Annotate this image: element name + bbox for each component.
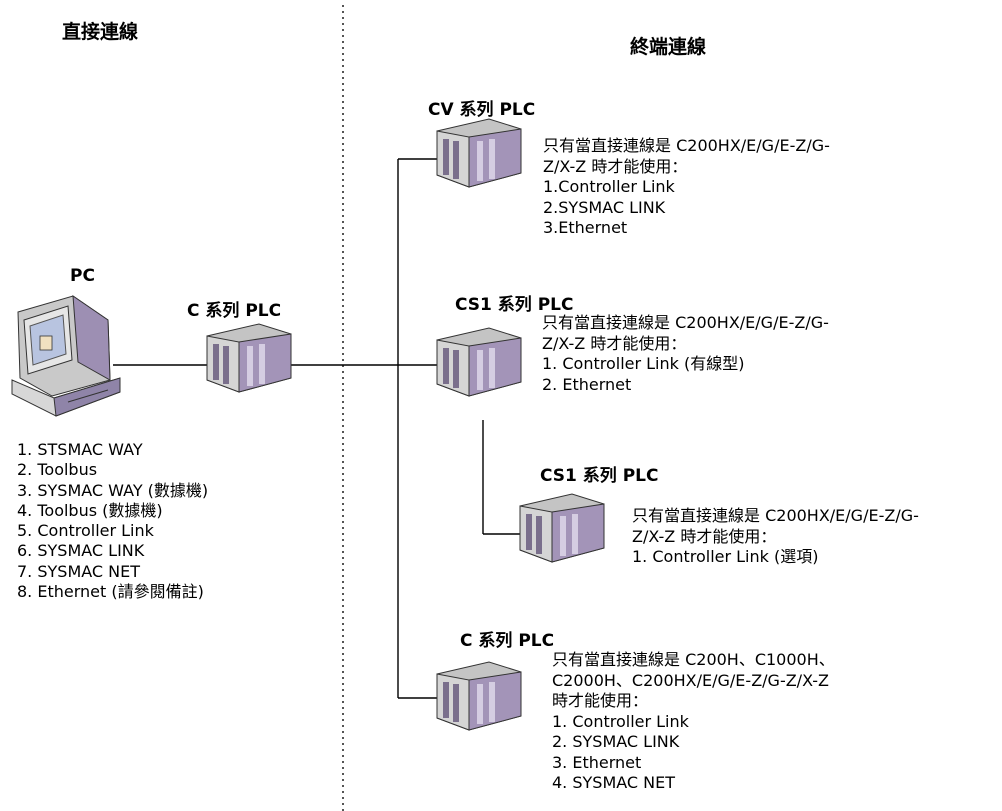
list-item: 5. Controller Link xyxy=(17,521,154,541)
cv-plc-label: CV 系列 PLC xyxy=(428,100,536,120)
direct-plc-label: C 系列 PLC xyxy=(187,301,282,321)
list-item: 7. SYSMAC NET xyxy=(17,561,141,581)
c-plc-note: 只有當直接連線是 C200H、C1000H、 C2000H、C200HX/E/G… xyxy=(552,650,835,792)
cs1-plc-note: 只有當直接連線是 C200HX/E/G/E-Z/G- Z/X-Z 時才能使用： … xyxy=(632,506,919,566)
plc-icon xyxy=(436,118,522,188)
list-item: 3. SYSMAC WAY (數據機) xyxy=(17,480,209,500)
list-item: 4. Toolbus (數據機) xyxy=(17,500,163,520)
pc-method-list: 1. STSMAC WAY 2. Toolbus 3. SYSMAC WAY (… xyxy=(17,440,208,602)
pc-icon xyxy=(11,294,121,417)
heading-direct: 直接連線 xyxy=(62,21,139,43)
list-item: 2. Toolbus xyxy=(17,460,98,480)
list-item: 6. SYSMAC LINK xyxy=(17,541,145,561)
cs1-plc-label: CS1 系列 PLC xyxy=(540,466,659,486)
pc-label: PC xyxy=(70,266,95,286)
cs1-plc-note: 只有當直接連線是 C200HX/E/G/E-Z/G- Z/X-Z 時才能使用： … xyxy=(542,313,829,394)
list-item: 8. Ethernet (請參閱備註) xyxy=(17,582,204,602)
cv-plc-note: 只有當直接連線是 C200HX/E/G/E-Z/G- Z/X-Z 時才能使用： … xyxy=(543,136,830,237)
heading-terminal: 終端連線 xyxy=(630,36,707,58)
plc-icon xyxy=(206,323,292,393)
list-item: 1. STSMAC WAY xyxy=(17,440,143,459)
plc-icon xyxy=(519,493,605,563)
c-plc-label: C 系列 PLC xyxy=(460,631,555,651)
cs1-plc-label: CS1 系列 PLC xyxy=(455,295,574,315)
plc-icon xyxy=(436,327,522,397)
plc-icon xyxy=(436,661,522,731)
